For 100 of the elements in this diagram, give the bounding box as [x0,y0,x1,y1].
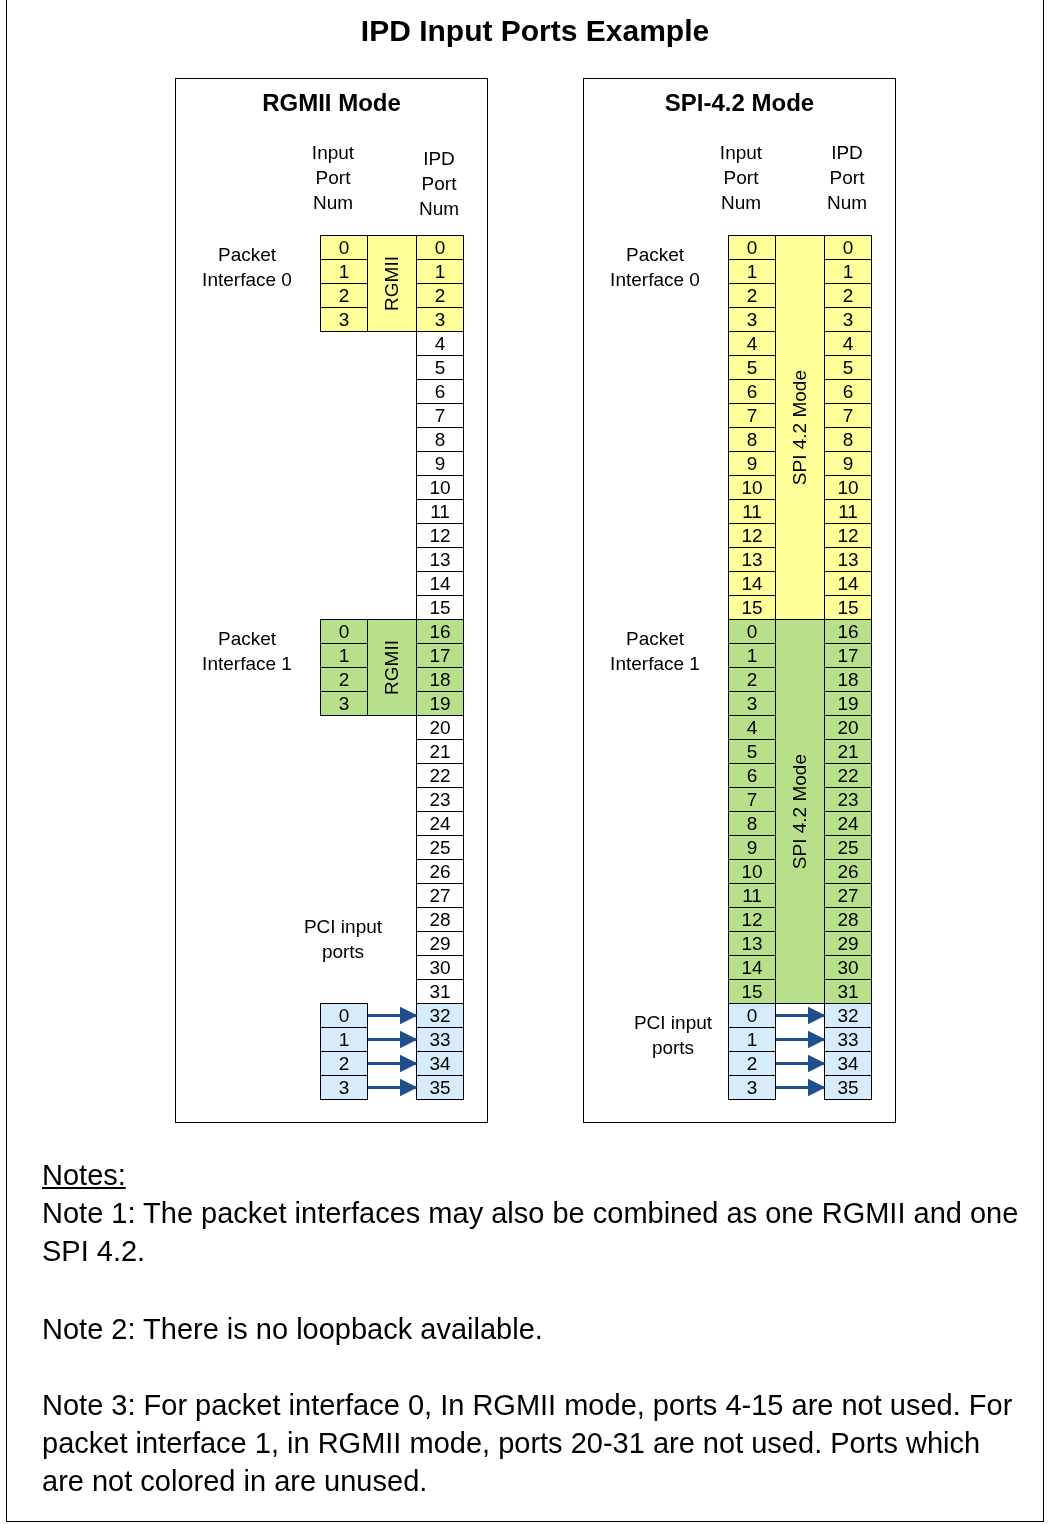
port-cell: 7 [824,403,872,428]
port-cell: 35 [416,1075,464,1100]
column-label: Packet Interface 1 [201,627,293,676]
mode-band: RGMII [367,235,417,332]
port-cell: 6 [824,379,872,404]
port-cell: 2 [728,283,776,308]
port-cell: 15 [728,979,776,1004]
port-cell: 5 [824,355,872,380]
port-cell: 14 [416,571,464,596]
port-cell: 30 [416,955,464,980]
arrow [368,1006,418,1025]
port-cell: 9 [824,451,872,476]
port-cell: 6 [416,379,464,404]
column-label: PCI input ports [303,915,383,964]
port-cell: 0 [728,619,776,644]
arrow [776,1006,826,1025]
column-label: Packet Interface 1 [609,627,701,676]
mode-band: SPI 4.2 Mode [775,619,825,1004]
port-cell: 13 [824,547,872,572]
port-cell: 11 [728,499,776,524]
notes-heading: Notes: [42,1158,126,1193]
port-cell: 0 [728,1003,776,1028]
port-cell: 6 [728,763,776,788]
port-cell: 27 [416,883,464,908]
note-text: Note 2: There is no loopback available. [42,1312,543,1347]
port-cell: 20 [416,715,464,740]
port-cell: 1 [824,259,872,284]
port-cell: 34 [416,1051,464,1076]
port-cell: 31 [416,979,464,1004]
port-cell: 7 [416,403,464,428]
port-cell: 2 [728,1051,776,1076]
port-cell: 10 [416,475,464,500]
mode-panel [583,78,896,1123]
port-cell: 28 [416,907,464,932]
port-cell: 33 [824,1027,872,1052]
port-cell: 9 [728,835,776,860]
port-cell: 3 [320,307,368,332]
port-cell: 34 [824,1051,872,1076]
note-text: Note 3: For packet interface 0, In RGMII mode, ports 4-15 are not used. For packet interface 1, in RGMII mode, ports 20-31 are not used. Ports which are not colored in are unused. [42,1388,1014,1499]
port-cell: 8 [416,427,464,452]
column-label: PCI input ports [633,1011,713,1060]
port-cell: 2 [824,283,872,308]
port-cell: 4 [416,331,464,356]
port-cell: 0 [320,235,368,260]
port-cell: 1 [320,259,368,284]
panel-title: SPI-4.2 Mode [663,89,816,117]
port-cell: 32 [824,1003,872,1028]
port-cell: 3 [320,691,368,716]
panel-title: RGMII Mode [261,89,402,117]
port-cell: 8 [728,811,776,836]
arrow [368,1030,418,1049]
port-cell: 29 [416,931,464,956]
port-cell: 5 [416,355,464,380]
port-cell: 1 [728,259,776,284]
note-text: Note 1: The packet interfaces may also be combined as one RGMII and one SPI 4.2. [42,1196,1020,1269]
arrow [776,1078,826,1097]
port-cell: 21 [416,739,464,764]
port-cell: 0 [320,1003,368,1028]
port-cell: 22 [416,763,464,788]
arrow [776,1030,826,1049]
port-cell: 3 [728,307,776,332]
port-cell: 0 [320,619,368,644]
port-cell: 26 [416,859,464,884]
port-cell: 2 [320,1051,368,1076]
port-cell: 10 [728,475,776,500]
column-label: Input Port Num [718,141,764,215]
port-cell: 13 [728,931,776,956]
port-cell: 14 [728,955,776,980]
column-label: IPD Port Num [825,141,869,215]
port-cell: 35 [824,1075,872,1100]
port-cell: 4 [728,331,776,356]
port-cell: 9 [728,451,776,476]
port-cell: 12 [416,523,464,548]
port-cell: 5 [728,739,776,764]
port-cell: 2 [416,283,464,308]
port-cell: 0 [728,235,776,260]
port-cell: 13 [728,547,776,572]
port-cell: 10 [728,859,776,884]
port-cell: 11 [824,499,872,524]
arrow [776,1054,826,1073]
port-cell: 6 [728,379,776,404]
port-cell: 8 [728,427,776,452]
port-cell: 12 [728,523,776,548]
port-cell: 25 [416,835,464,860]
port-cell: 7 [728,787,776,812]
port-cell: 33 [416,1027,464,1052]
arrow [368,1054,418,1073]
port-cell: 0 [824,235,872,260]
port-cell: 3 [824,307,872,332]
column-label: IPD Port Num [417,147,461,221]
port-cell: 14 [728,571,776,596]
port-cell: 15 [728,595,776,620]
port-cell: 3 [320,1075,368,1100]
port-cell: 4 [728,715,776,740]
port-cell: 13 [416,547,464,572]
port-cell: 7 [728,403,776,428]
port-cell: 1 [320,1027,368,1052]
port-cell: 3 [416,307,464,332]
port-cell: 3 [728,1075,776,1100]
port-cell: 2 [320,283,368,308]
